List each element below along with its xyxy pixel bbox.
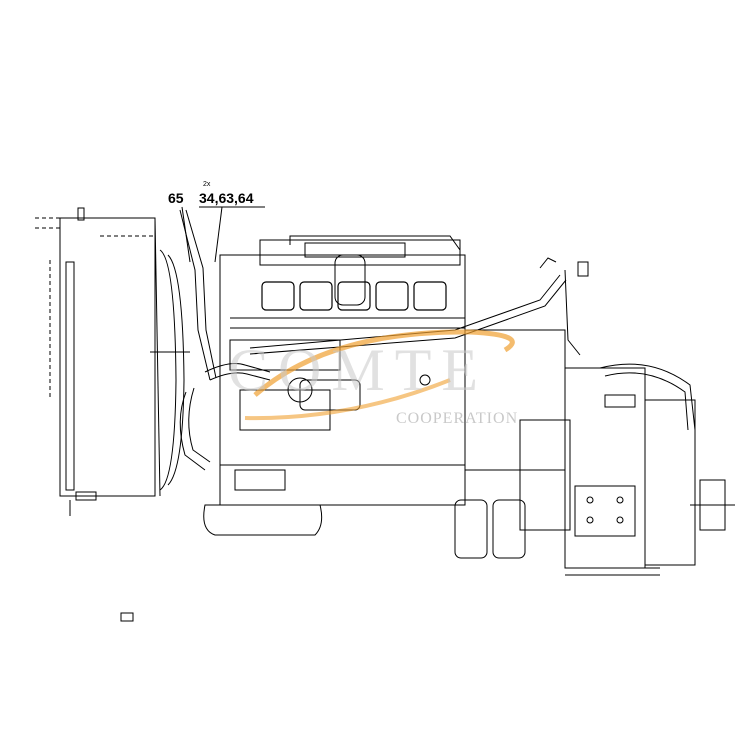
hoses xyxy=(179,209,271,471)
radiator xyxy=(35,207,161,516)
transmission xyxy=(454,329,735,576)
fan-shroud xyxy=(150,249,190,491)
watermark-brand: COMTE xyxy=(228,337,488,403)
view-marker xyxy=(120,612,134,622)
callout-quantity: 2x xyxy=(203,181,211,188)
watermark-subtitle: COOPERATION xyxy=(396,410,519,427)
callout-part-group: 34,63,64 xyxy=(199,190,254,206)
callout-part-65: 65 xyxy=(168,190,184,206)
oil-pan xyxy=(203,504,323,536)
watermark-swoosh xyxy=(244,329,515,421)
callout-leaders xyxy=(181,206,265,263)
